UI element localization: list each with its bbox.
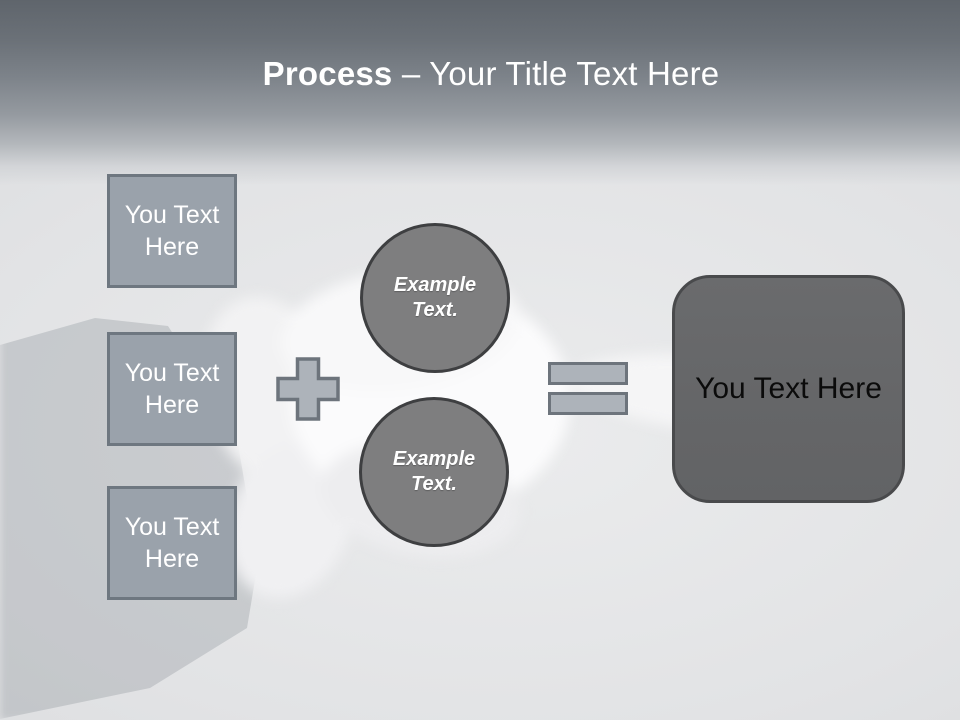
page-title-emphasis: Process	[262, 55, 393, 92]
input-box-3: You Text Here	[107, 486, 237, 600]
input-box-1: You Text Here	[107, 174, 237, 288]
input-box-1-label: You Text Here	[124, 201, 220, 261]
page-title: Process – Your Title Text Here	[0, 52, 960, 96]
example-circle-1: Example Text.	[360, 223, 510, 373]
result-box-label: You Text Here	[695, 372, 882, 405]
result-box: You Text Here	[672, 275, 905, 503]
header-gradient-band	[0, 0, 960, 185]
equals-icon	[548, 362, 628, 415]
example-circle-2-label: Example Text.	[392, 448, 476, 495]
example-circle-2: Example Text.	[359, 397, 509, 547]
plus-icon	[276, 357, 340, 421]
page-title-rest: Your Title Text Here	[429, 55, 720, 92]
equals-top-bar	[548, 362, 628, 385]
page-title-separator: –	[392, 55, 430, 92]
input-box-2-label: You Text Here	[124, 359, 220, 419]
equals-bottom-bar	[548, 392, 628, 415]
input-box-2: You Text Here	[107, 332, 237, 446]
example-circle-1-label: Example Text.	[393, 274, 477, 321]
input-box-3-label: You Text Here	[124, 513, 220, 573]
